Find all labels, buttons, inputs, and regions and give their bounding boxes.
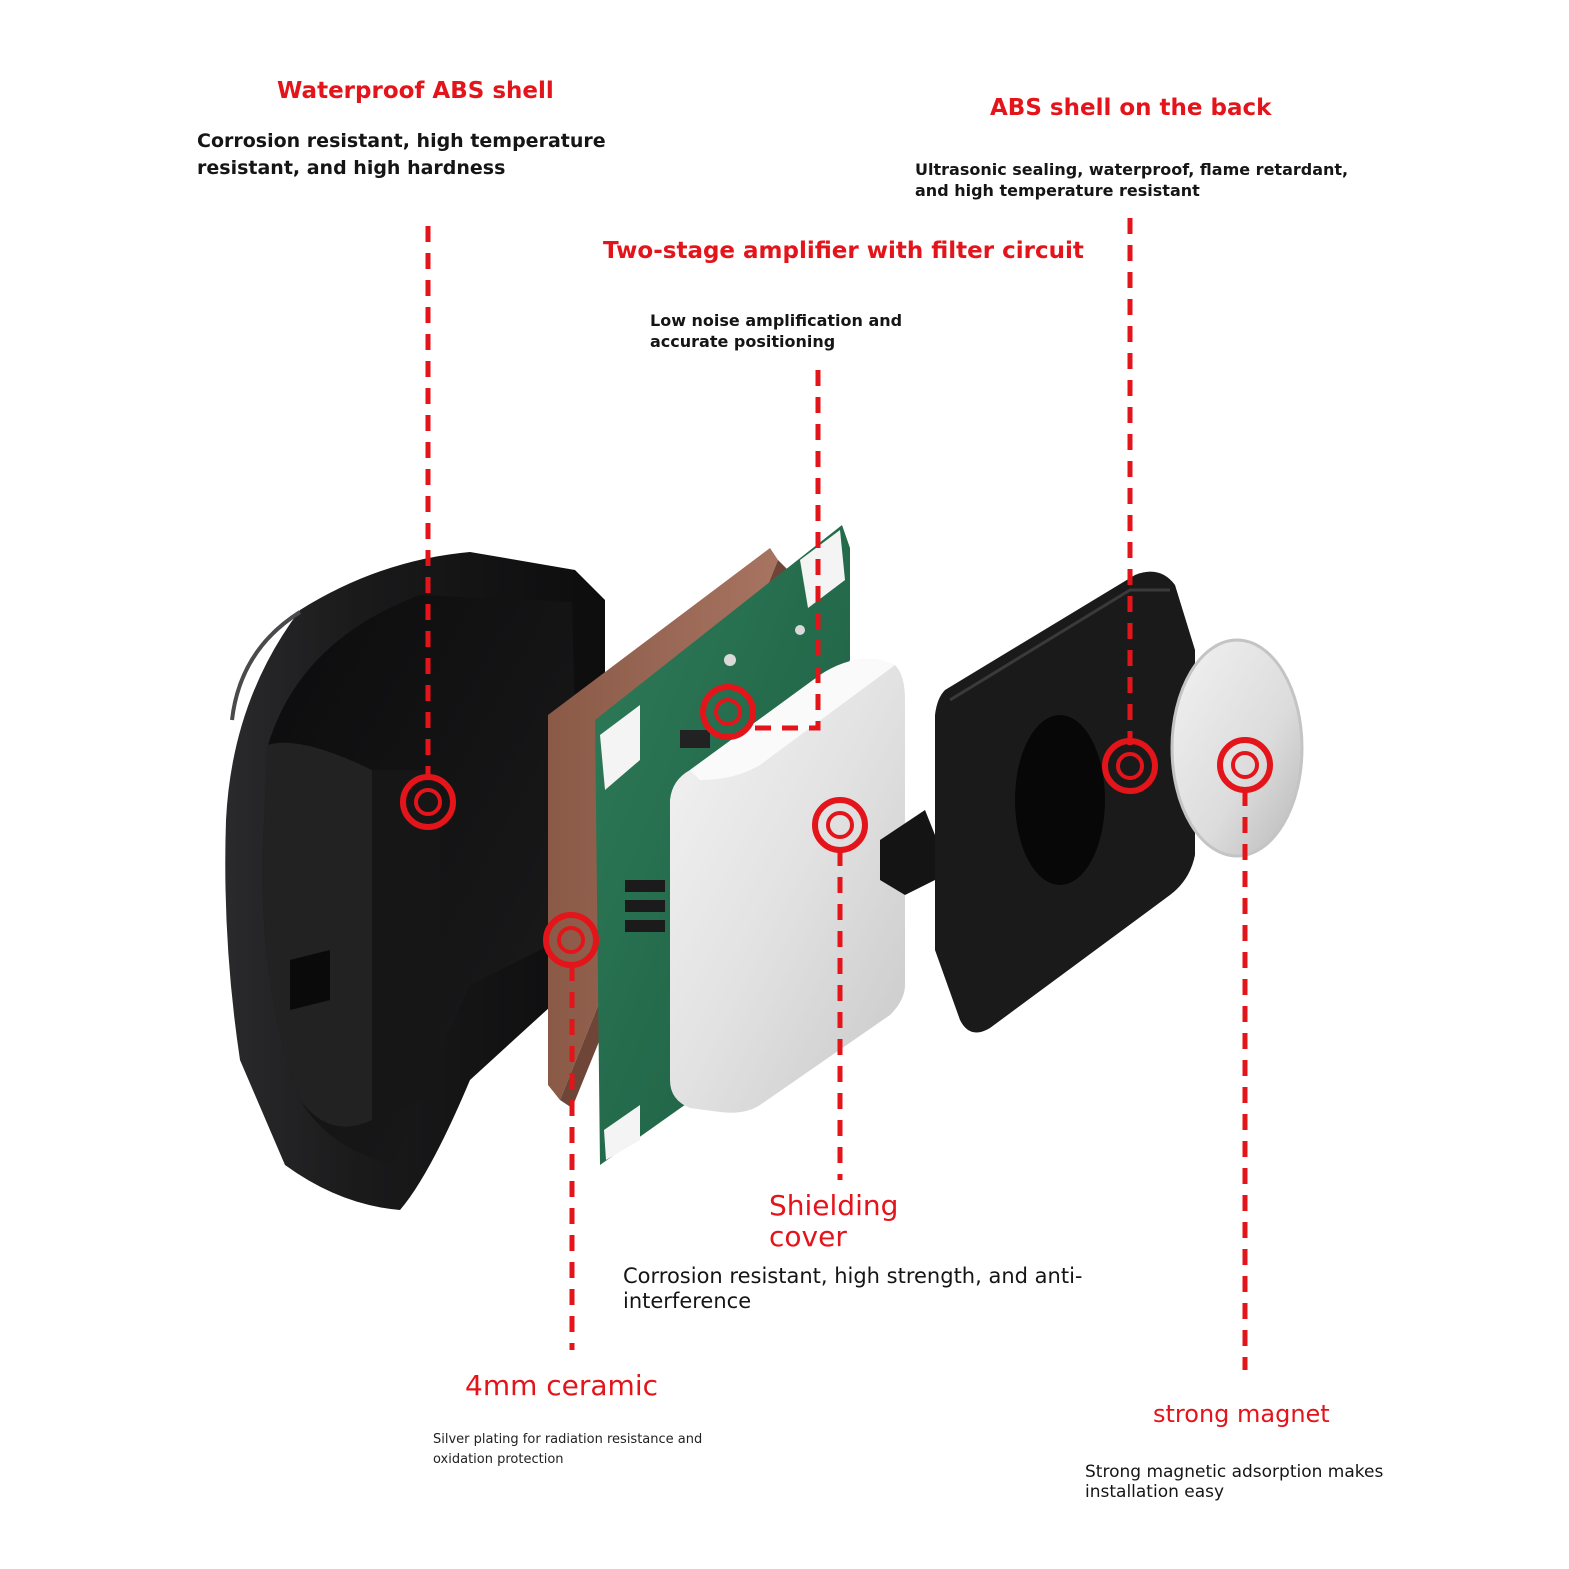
amplifier-title: Two-stage amplifier with filter circuit bbox=[603, 238, 1084, 264]
back-shell bbox=[880, 571, 1195, 1033]
shielding-cover-description: Corrosion resistant, high strength, and … bbox=[623, 1264, 1083, 1313]
shielding-cover-title: Shielding cover bbox=[769, 1189, 899, 1253]
back-shell-description: Ultrasonic sealing, waterproof, flame re… bbox=[915, 160, 1349, 200]
magnet-description: Strong magnetic adsorption makes install… bbox=[1085, 1462, 1384, 1502]
target-marker-magnet bbox=[1217, 737, 1273, 793]
target-marker-shielding bbox=[812, 797, 868, 853]
shielding-cover bbox=[670, 659, 905, 1113]
target-marker-back-shell bbox=[1102, 738, 1158, 794]
waterproof-shell-description: Corrosion resistant, high temperature re… bbox=[197, 130, 606, 179]
amplifier-description: Low noise amplification and accurate pos… bbox=[650, 311, 903, 351]
ceramic-title: 4mm ceramic bbox=[465, 1369, 659, 1402]
back-shell-title: ABS shell on the back bbox=[990, 95, 1272, 121]
leader-lines bbox=[425, 218, 1248, 1370]
target-marker-amplifier bbox=[700, 684, 756, 740]
ceramic-description: Silver plating for radiation resistance … bbox=[433, 1432, 703, 1467]
front-shell bbox=[225, 552, 606, 1210]
magnet-title: strong magnet bbox=[1153, 1400, 1330, 1428]
waterproof-shell-title: Waterproof ABS shell bbox=[277, 78, 554, 104]
target-marker-ceramic bbox=[543, 912, 599, 968]
magnet-disc bbox=[1170, 638, 1304, 858]
leader-line-amplifier bbox=[752, 370, 821, 731]
target-markers bbox=[400, 684, 1273, 968]
target-marker-waterproof-shell bbox=[400, 774, 456, 830]
